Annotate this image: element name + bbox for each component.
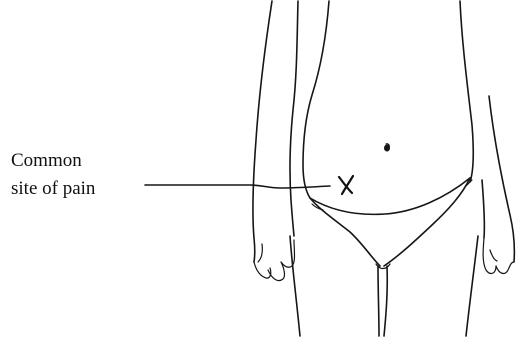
- pain-site-label-line2: site of pain: [11, 175, 95, 203]
- pain-site-label-line1: Common: [11, 147, 95, 175]
- right-hand: [483, 238, 514, 273]
- pain-site-label: Common site of pain: [11, 147, 95, 203]
- leader-line: [145, 185, 330, 188]
- left-arm-outline: [253, 1, 272, 262]
- briefs-right-edge: [384, 178, 470, 266]
- right-leg: [466, 236, 478, 336]
- briefs-lower-edge: [310, 198, 380, 266]
- right-arm-outline: [489, 96, 514, 262]
- inner-leg-right: [384, 266, 387, 336]
- pain-site-marker: [339, 176, 353, 194]
- inner-leg-left: [378, 266, 379, 336]
- left-flank: [303, 1, 329, 198]
- briefs-waistband: [310, 178, 470, 214]
- left-arm-inner: [290, 1, 298, 236]
- left-hand: [254, 240, 295, 281]
- right-arm-inner: [482, 180, 484, 238]
- right-flank: [460, 1, 473, 182]
- left-leg: [290, 236, 300, 336]
